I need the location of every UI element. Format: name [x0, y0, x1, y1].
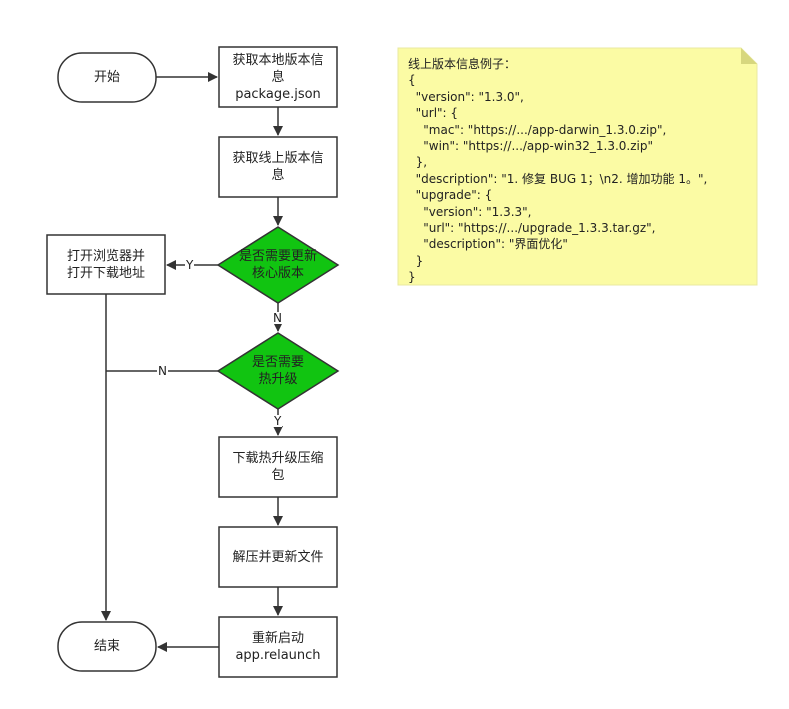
restart-label: 重新启动 app.relaunch [235, 631, 321, 663]
unzip-update-label: 解压并更新文件 [232, 549, 324, 565]
download-hot-label: 下载热升级压缩 包 [232, 451, 324, 483]
note-fold [741, 48, 757, 64]
get-local-label: 获取本地版本信 息 package.json [232, 52, 324, 102]
edge-label-core-yes: Y [185, 258, 195, 272]
edge-label-core-no: N [272, 311, 283, 325]
download-hot-box [218, 436, 338, 498]
start-label: 开始 [93, 70, 120, 85]
note-shape [397, 47, 758, 286]
get-online-version-box [218, 136, 338, 198]
restart-box [218, 616, 338, 678]
open-browser-box [46, 234, 166, 295]
open-browser-label: 打开浏览器并 打开下载地址 [66, 248, 145, 281]
get-online-label: 获取线上版本信 息 [232, 151, 324, 183]
edge-label-hot-no: N [157, 364, 168, 378]
edge-label-hot-yes: Y [273, 414, 283, 428]
core-update-label: 是否需要更新 核心版本 [238, 249, 317, 281]
unzip-update-box [218, 526, 338, 588]
online-version-example-note: 线上版本信息例子： { "version": "1.3.0", "url": {… [408, 57, 708, 285]
hot-update-label: 是否需要 热升级 [251, 355, 304, 387]
end-terminal [57, 621, 157, 672]
end-label: 结束 [93, 639, 120, 654]
